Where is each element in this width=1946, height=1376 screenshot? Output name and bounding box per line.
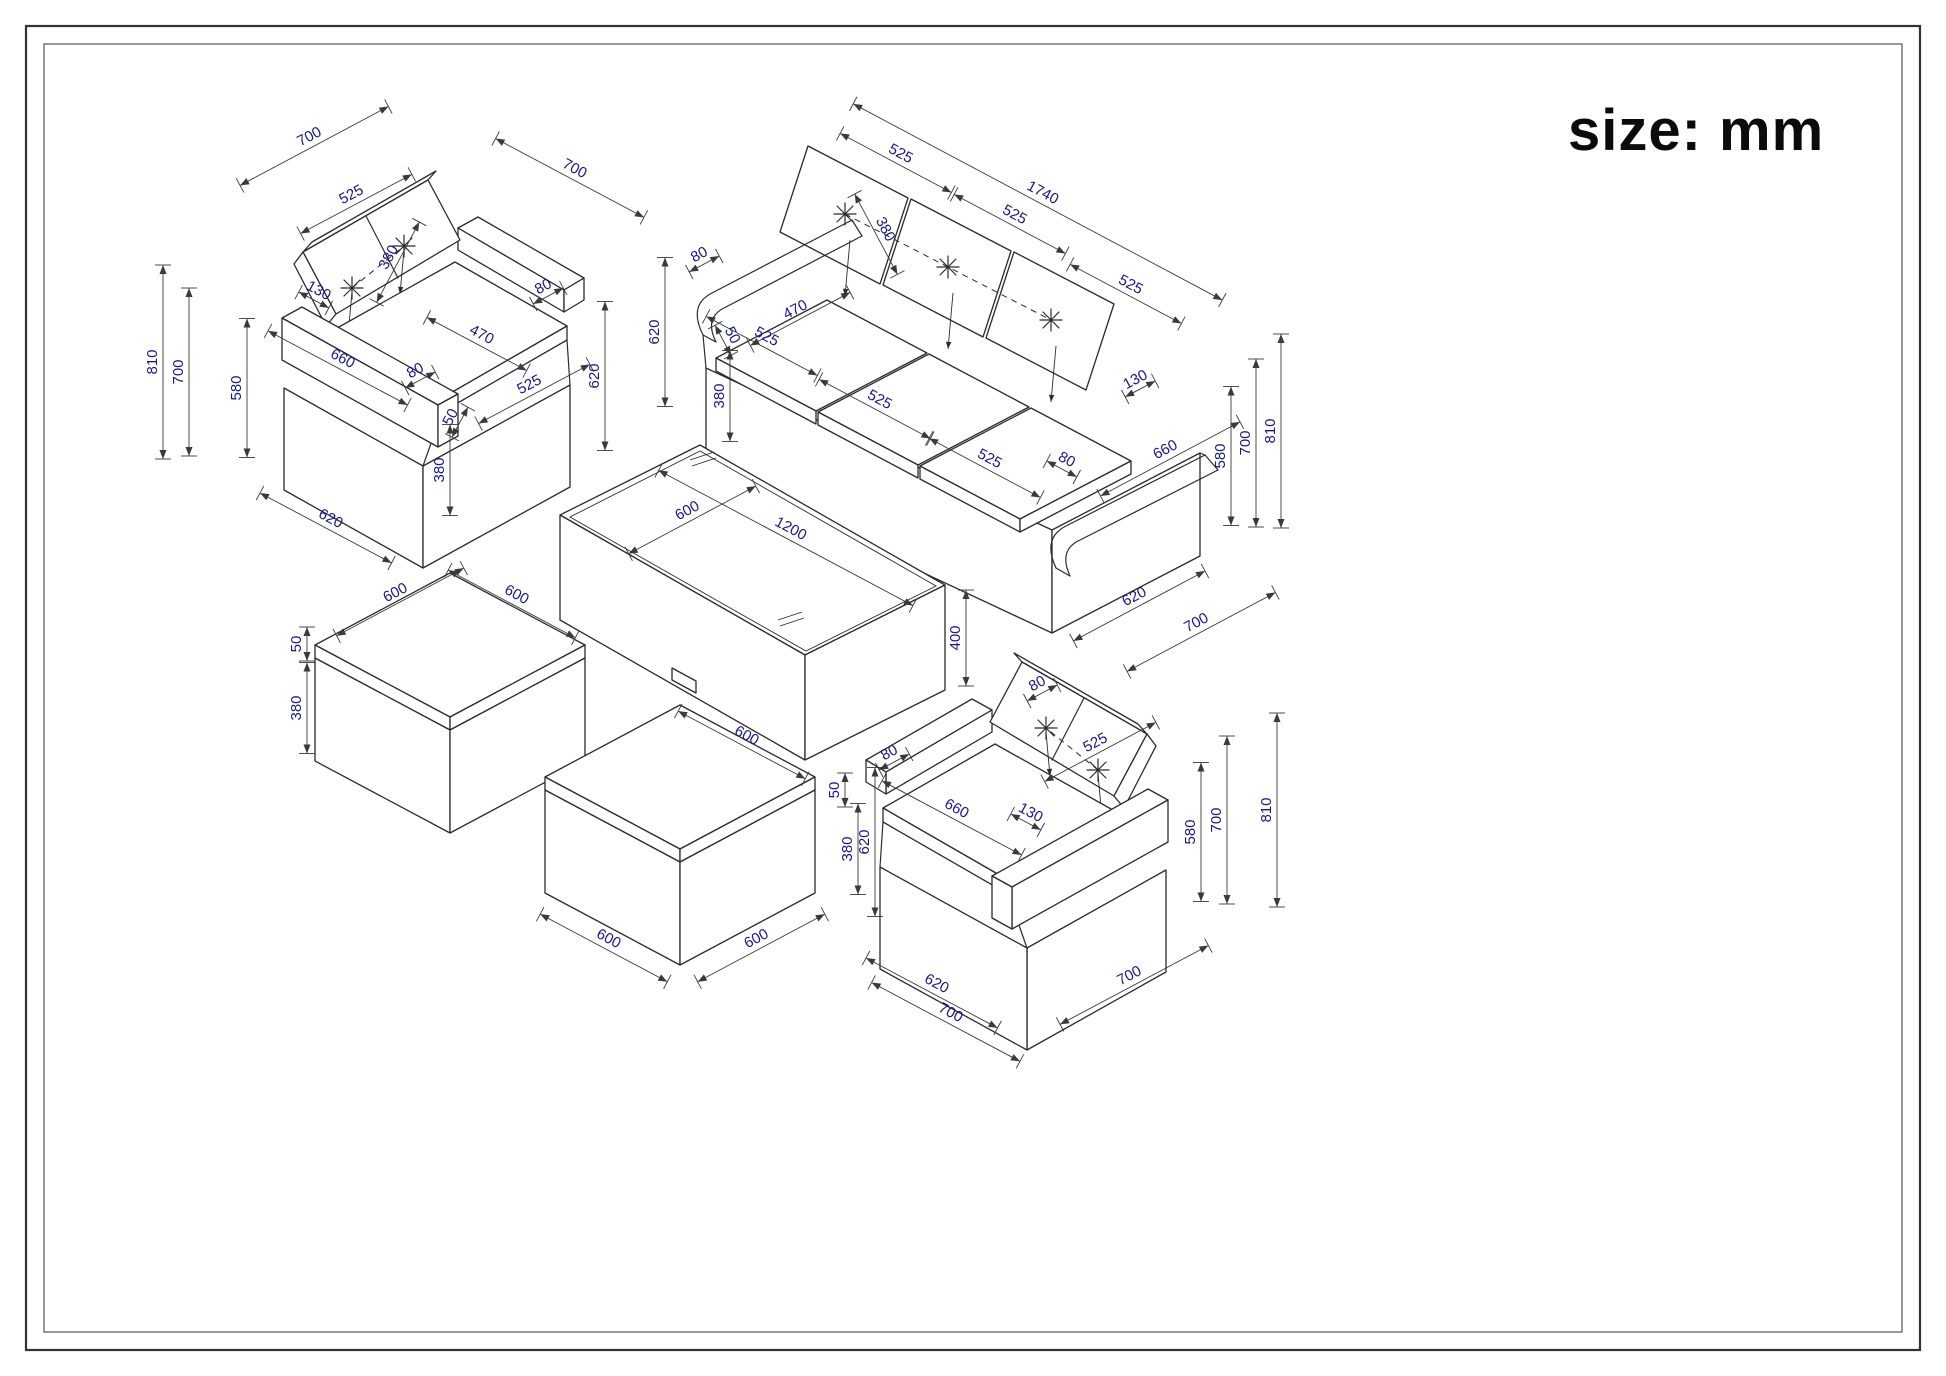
dimension: 620 [586, 301, 613, 451]
dimension-label: 380 [711, 383, 728, 408]
dimension: 580 [1212, 386, 1239, 526]
dimension-label: 80 [878, 741, 901, 764]
dimension: 80 [875, 741, 914, 778]
dimension-label: 700 [294, 123, 324, 150]
dimension: 525 [835, 126, 956, 200]
table-handle [671, 667, 697, 694]
dimension: 130 [1120, 366, 1160, 405]
dimension-label: 525 [1116, 271, 1146, 298]
dimension-label: 580 [228, 375, 245, 400]
dimension: 80 [685, 243, 724, 280]
dimension-label: 50 [288, 636, 305, 653]
dimension: 380 [839, 803, 866, 895]
dimension: 620 [646, 257, 673, 407]
dimension-label: 525 [336, 181, 366, 208]
dimension-label: 660 [1150, 436, 1180, 463]
dimension-label: 700 [170, 359, 187, 384]
dimension: 380 [431, 424, 458, 516]
dimension-label: 700 [1208, 807, 1225, 832]
dimension-label: 620 [586, 363, 603, 388]
dimension-label: 580 [1182, 819, 1199, 844]
sheet-border [24, 24, 1922, 1352]
dimension: 380 [711, 350, 738, 442]
dimension-label: 80 [404, 359, 427, 382]
dimension: 50 [826, 772, 853, 808]
dimension-label: 380 [431, 457, 448, 482]
dimension-label: 80 [1026, 672, 1049, 695]
dimension: 80 [1042, 448, 1081, 485]
dimension-label: 80 [688, 243, 711, 266]
dimension-label: 700 [560, 155, 590, 182]
dimension: 580 [228, 318, 255, 458]
dimension-label: 80 [1055, 448, 1078, 471]
dimension: 700 [1237, 358, 1264, 528]
sofa-drawing [696, 145, 1219, 634]
dimension-label: 50 [721, 324, 744, 347]
dimension-label: 525 [1000, 201, 1030, 228]
dimension: 810 [1258, 712, 1285, 908]
dimension-label: 1740 [1024, 177, 1061, 208]
dimension-label: 620 [856, 829, 873, 854]
dimension-label: 380 [839, 836, 856, 861]
dimension-label: 810 [1262, 418, 1279, 443]
dimension: 400 [947, 589, 974, 687]
dimension: 700 [170, 287, 197, 457]
dimension: 80 [529, 275, 568, 312]
dimension-label: 80 [532, 275, 555, 298]
dimension: 700 [491, 131, 649, 225]
dimension-label: 700 [1237, 430, 1254, 455]
dimension: 80 [1023, 672, 1062, 709]
dimension: 580 [1182, 762, 1209, 902]
dimension-label: 400 [947, 625, 964, 650]
dimension: 50 [288, 626, 315, 662]
dimension-label: 810 [1258, 797, 1275, 822]
dimension-label: 525 [514, 371, 544, 398]
dimension-label: 620 [646, 319, 663, 344]
dimension-label: 50 [826, 782, 843, 799]
dimension: 620 [856, 767, 883, 917]
dimension-label: 810 [144, 349, 161, 374]
dimension-label: 525 [886, 140, 916, 167]
dimension: 810 [1262, 333, 1289, 529]
dimension-label: 130 [1120, 366, 1150, 393]
dimension: 810 [144, 264, 171, 460]
coffee-table-drawing [559, 444, 946, 761]
dimension: 80 [401, 359, 440, 396]
dimension: 700 [1208, 735, 1235, 905]
dimension: 50 [439, 403, 476, 442]
dimension-label: 380 [288, 695, 305, 720]
dimension: 380 [288, 662, 315, 754]
dimension-label: 50 [439, 406, 462, 429]
dimension-label: 580 [1212, 443, 1229, 468]
units-title: size: mm [1568, 98, 1824, 163]
dimension: 700 [235, 99, 393, 193]
dimension-label: 700 [1181, 609, 1211, 636]
